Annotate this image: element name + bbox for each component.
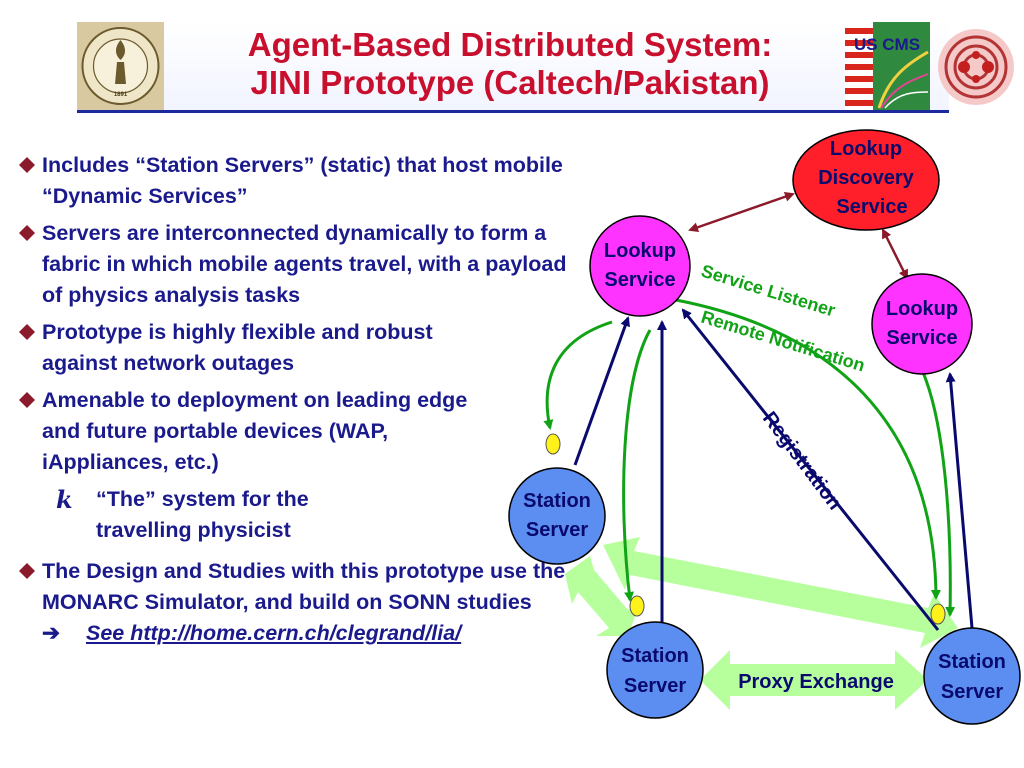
- lookup-service-label-line2: Service: [604, 269, 675, 291]
- right-arrow-icon: ➔: [42, 621, 61, 645]
- bullet-item: The Design and Studies with this prototy…: [18, 556, 598, 649]
- reference-link[interactable]: See http://home.cern.ch/clegrand/lia/: [86, 621, 462, 645]
- proxy-exchange-label: Proxy Exchange: [738, 671, 894, 693]
- cms-logo-text: US CMS: [854, 35, 920, 54]
- bullet-text: The Design and Studies with this prototy…: [42, 559, 566, 614]
- registration-arrow: [681, 308, 940, 631]
- remote-notification-arrow: [920, 369, 956, 617]
- remote-notification-label: Remote Notification: [699, 307, 867, 376]
- station-server-label-line2: Server: [941, 681, 1003, 703]
- discovery-to-lookup-right-arrow: [881, 228, 909, 280]
- lookup-discovery-label-line3: Service: [836, 196, 907, 218]
- dynamic-service-marker: [545, 433, 561, 455]
- diamond-bullet-icon: [19, 324, 35, 340]
- jini-architecture-diagram: Lookup Discovery Service Lookup Service …: [508, 129, 1021, 725]
- slide-title: Agent-Based Distributed System: JINI Pro…: [170, 26, 850, 102]
- bullet-list: Includes “Station Servers” (static) that…: [18, 150, 598, 655]
- registration-label: Registration: [758, 408, 846, 514]
- proxy-exchange-fat-arrow-bottom: [700, 650, 928, 710]
- bullet-text: Servers are interconnected dynamically t…: [42, 221, 567, 307]
- sub-bullet-text: “The” system for the travelling physicis…: [96, 487, 309, 542]
- station-server-node: [508, 467, 606, 565]
- dynamic-service-marker: [629, 595, 645, 617]
- bullet-text: Amenable to deployment on leading edge a…: [42, 388, 468, 474]
- lookup-service-label-line1: Lookup: [886, 298, 958, 320]
- discovery-to-lookup-left-arrow: [688, 191, 795, 233]
- lookup-service-label-line2: Service: [886, 327, 957, 349]
- station-server-label-line1: Station: [523, 490, 591, 512]
- cern-logo: [938, 29, 1014, 105]
- station-server-label-line2: Server: [624, 675, 686, 697]
- sub-bullet-item: k “The” system for the travelling physic…: [18, 484, 598, 546]
- title-line-2: JINI Prototype (Caltech/Pakistan): [250, 64, 770, 101]
- remote-notification-arrow: [675, 298, 941, 600]
- lookup-discovery-label-line2: Discovery: [818, 167, 914, 189]
- bullet-text: Includes “Station Servers” (static) that…: [42, 153, 563, 208]
- caltech-seal-logo: 1891: [77, 22, 164, 110]
- lookup-service-node: [589, 215, 691, 317]
- station-server-label-line2: Server: [526, 519, 588, 541]
- station-server-label-line1: Station: [938, 651, 1006, 673]
- lookup-service-node: [871, 273, 973, 375]
- lookup-service-label-line1: Lookup: [604, 240, 676, 262]
- bullet-item: Prototype is highly flexible and robust …: [18, 317, 598, 379]
- seal-year: 1891: [114, 92, 128, 98]
- bullet-item: Amenable to deployment on leading edge a…: [18, 385, 598, 478]
- title-line-1: Agent-Based Distributed System:: [247, 26, 773, 63]
- title-bar: [77, 22, 949, 113]
- bullet-item: Includes “Station Servers” (static) that…: [18, 150, 598, 212]
- diamond-bullet-icon: [19, 392, 35, 408]
- lookup-discovery-label-line1: Lookup: [830, 138, 902, 160]
- registration-arrow: [573, 316, 630, 466]
- diamond-bullet-icon: [19, 157, 35, 173]
- diamond-bullet-icon: [19, 225, 35, 241]
- dynamic-service-marker: [930, 603, 946, 625]
- bullet-item: Servers are interconnected dynamically t…: [18, 218, 598, 311]
- station-server-node: [923, 627, 1021, 725]
- proxy-exchange-fat-arrow-left: [565, 556, 640, 636]
- proxy-exchange-fat-arrow-diagonal: [603, 537, 958, 648]
- lookup-discovery-service-node: [792, 129, 940, 231]
- station-server-node: [606, 621, 704, 719]
- bullet-text: Prototype is highly flexible and robust …: [42, 320, 433, 375]
- remote-notification-arrow: [622, 329, 652, 602]
- link-line: ➔ See http://home.cern.ch/clegrand/lia/: [42, 618, 598, 649]
- remote-notification-arrow: [543, 320, 613, 430]
- diamond-bullet-icon: [19, 563, 35, 579]
- registration-arrow: [945, 372, 974, 629]
- station-server-label-line1: Station: [621, 645, 689, 667]
- us-cms-logo: US CMS: [845, 22, 930, 110]
- script-k-bullet-icon: k: [56, 485, 73, 514]
